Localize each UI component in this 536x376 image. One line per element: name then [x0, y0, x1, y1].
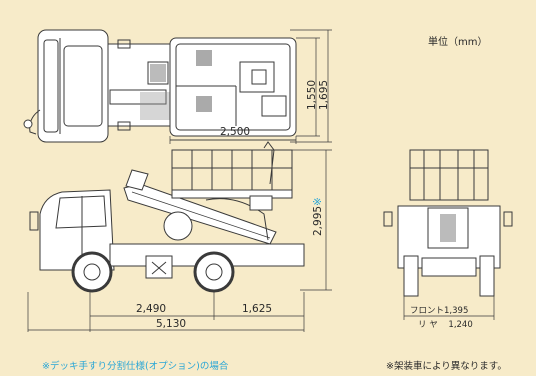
- dim-height-mark: ※: [312, 197, 324, 206]
- rear-view: [383, 149, 513, 297]
- side-view: [29, 141, 305, 293]
- dim-width-1695: 1,695: [318, 79, 330, 110]
- footnote-left: ※デッキ手すり分割仕様(オプション)の場合: [42, 361, 229, 372]
- tread-rear: リ ヤ 1,240: [418, 318, 473, 330]
- dim-height-value: 2,995: [312, 205, 324, 236]
- dim-wheelbase: 2,490: [136, 303, 167, 315]
- rear-dimension-lines: [403, 296, 495, 320]
- tread-rear-label: リ ヤ: [418, 320, 438, 330]
- side-dimension-lines: [27, 149, 332, 332]
- footnote-right: ※架装車により異なります。: [386, 361, 507, 372]
- tread-front-value: 1,395: [444, 306, 469, 316]
- tread-rear-value: 1,240: [448, 320, 473, 330]
- top-view: [23, 29, 297, 143]
- dim-overall-length: 5,130: [156, 318, 187, 330]
- tread-front-label: フロント: [410, 306, 445, 316]
- dim-height: 2,995※: [312, 197, 324, 236]
- dim-width-1550: 1,550: [306, 79, 318, 110]
- unit-label: 単位（mm）: [428, 37, 488, 48]
- top-dimension-lines: [169, 29, 332, 144]
- dim-deck-length: 2,500: [220, 126, 251, 138]
- dim-rear-overhang: 1,625: [242, 303, 273, 315]
- tread-front: フロント1,395: [410, 304, 468, 316]
